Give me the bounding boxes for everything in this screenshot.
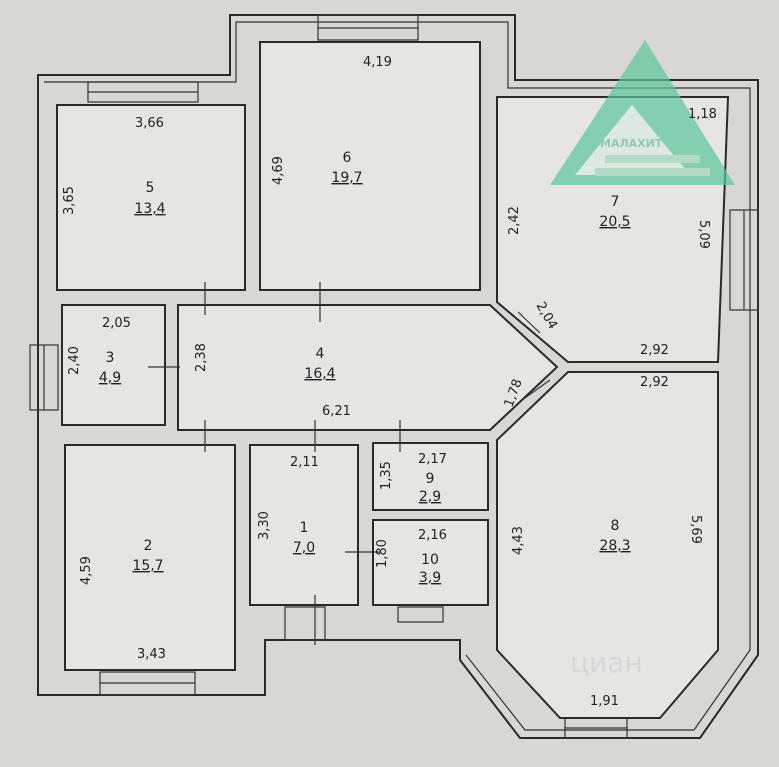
room-4: [177, 304, 559, 431]
dim-label: 4,19: [363, 55, 392, 70]
malakhit-logo: МАЛАХИТ: [550, 40, 735, 185]
dim-label: 4,69: [271, 156, 286, 185]
svg-text:МАЛАХИТ: МАЛАХИТ: [600, 137, 663, 150]
room-5-number: 5: [146, 180, 155, 196]
room-10: [372, 519, 489, 606]
dim-label: 2,40: [67, 346, 82, 375]
room-6-area: 19,7: [331, 170, 362, 186]
dim-label: 3,43: [137, 647, 166, 662]
room-9: [372, 442, 489, 511]
room-1-number: 1: [300, 520, 309, 536]
dimension-labels: 3,66 3,65 4,19 4,69 1,18 2,42 5,09 2,04 …: [62, 55, 717, 709]
dim-label: 6,21: [322, 404, 351, 419]
windows: [29, 14, 759, 739]
room-9-number: 9: [426, 471, 435, 487]
room-3: [61, 304, 166, 426]
dim-label: 1,18: [688, 107, 717, 122]
room-8-number: 8: [611, 518, 620, 534]
room-labels: 5 13,4 6 19,7 7 20,5 3 4,9 4 16,4 8 28,3…: [99, 150, 631, 586]
dim-label: 4,59: [79, 556, 94, 585]
room-9-area: 2,9: [419, 489, 441, 505]
room-4-area: 16,4: [304, 366, 335, 382]
dim-label: 2,17: [418, 452, 447, 467]
room-6: [259, 41, 481, 291]
dim-label: 2,92: [640, 343, 669, 358]
dim-label: 2,42: [507, 206, 522, 235]
cian-watermark: циан: [570, 646, 643, 679]
room-7-area: 20,5: [599, 214, 630, 230]
dim-label: 2,38: [194, 343, 209, 372]
room-2: [64, 444, 236, 671]
dim-label: 3,30: [257, 511, 272, 540]
room-10-number: 10: [421, 552, 439, 568]
room-5: [56, 104, 246, 291]
room-1-area: 7,0: [293, 540, 315, 556]
dim-label: 2,11: [290, 455, 319, 470]
room-5-area: 13,4: [134, 201, 165, 217]
dim-label: 1,35: [379, 461, 394, 490]
room-6-number: 6: [343, 150, 352, 166]
room-3-number: 3: [106, 350, 115, 366]
dim-label: 3,65: [62, 186, 77, 215]
dim-label: 3,66: [135, 116, 164, 131]
room-8-area: 28,3: [599, 538, 630, 554]
dim-label: 1,80: [375, 539, 390, 568]
room-7-number: 7: [611, 194, 620, 210]
room-8: [496, 371, 719, 719]
room-10-area: 3,9: [419, 570, 441, 586]
dim-label: 2,92: [640, 375, 669, 390]
dim-label: 2,16: [418, 528, 447, 543]
room-3-area: 4,9: [99, 370, 121, 386]
dim-label: 2,05: [102, 316, 131, 331]
dim-label: 5,09: [696, 220, 711, 249]
dim-label: 5,69: [688, 515, 703, 544]
dim-label: 4,43: [511, 526, 526, 555]
room-4-number: 4: [316, 346, 325, 362]
doors: [148, 282, 551, 645]
room-1: [249, 444, 359, 606]
room-2-number: 2: [144, 538, 153, 554]
dim-label: 1,91: [590, 694, 619, 709]
room-2-area: 15,7: [132, 558, 163, 574]
